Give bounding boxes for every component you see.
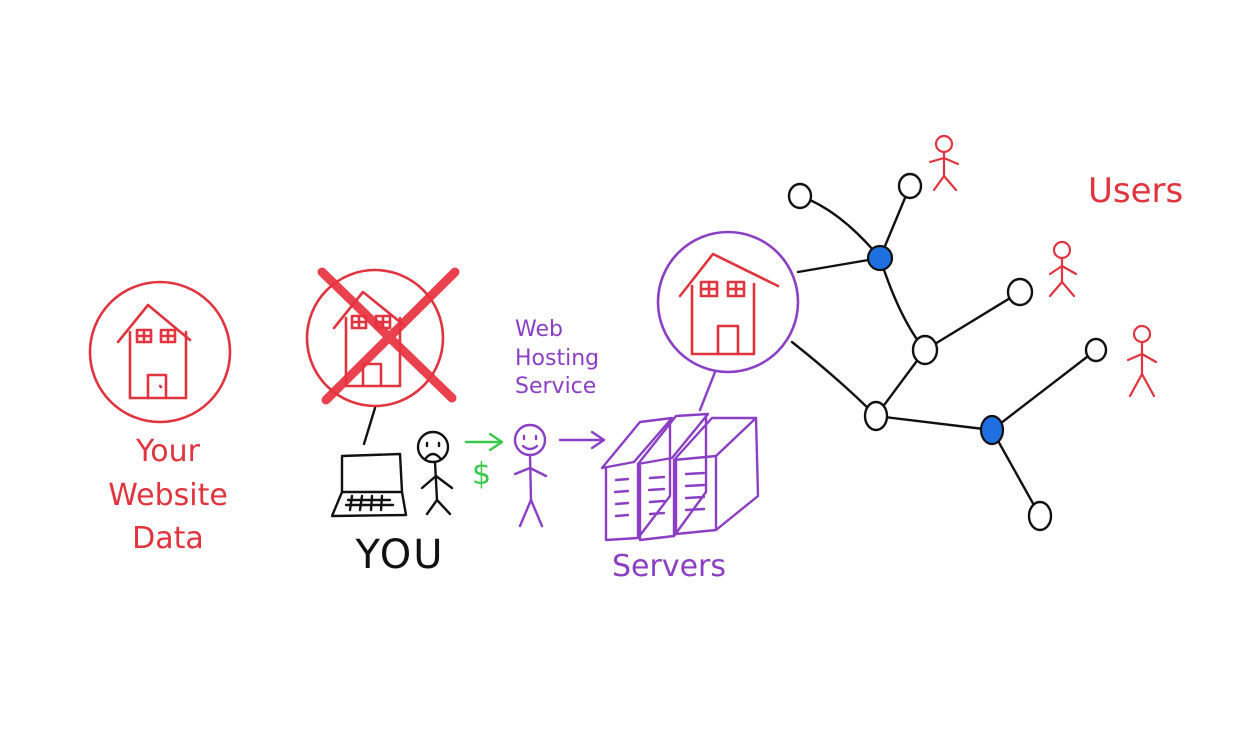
house-icon — [332, 290, 407, 388]
website-data-label: Your Website Data — [108, 434, 228, 556]
network-hub-icon — [866, 244, 1005, 446]
website-data-house-group — [88, 280, 232, 424]
you-label: YOU — [355, 532, 445, 578]
users-label: Users — [1088, 171, 1184, 211]
house-icon — [116, 303, 192, 400]
laptop-icon — [330, 452, 408, 518]
connector-line — [362, 406, 377, 446]
network-group — [787, 172, 1108, 532]
web-hosting-label: Web Hosting Service — [515, 317, 600, 400]
hosted-house-circle — [656, 230, 800, 374]
network-edges — [790, 184, 1098, 518]
connector-line — [698, 370, 717, 412]
website-data-circle — [88, 280, 232, 424]
servers-group — [600, 370, 760, 542]
dollar-label: $ — [472, 457, 492, 492]
web-hosting-figure-group — [513, 423, 606, 528]
service-arrow-icon — [558, 430, 606, 450]
user-icon — [1126, 324, 1158, 398]
server-icon — [600, 416, 674, 542]
server-icon — [672, 416, 760, 536]
users-group — [928, 134, 1158, 398]
hosted-house-group — [656, 230, 800, 374]
crossed-house-group — [305, 267, 460, 408]
server-icon — [636, 412, 710, 542]
cross-icon — [317, 267, 460, 405]
servers-label: Servers — [612, 549, 727, 584]
you-group — [330, 406, 454, 518]
house-icon — [678, 252, 780, 356]
crossed-house-circle — [305, 268, 445, 408]
user-icon — [1048, 240, 1078, 298]
stick-figure-icon — [513, 423, 548, 528]
payment-arrow-icon — [464, 432, 504, 452]
user-icon — [928, 134, 960, 192]
stick-figure-icon — [416, 430, 454, 516]
network-node-icon — [787, 172, 1108, 532]
